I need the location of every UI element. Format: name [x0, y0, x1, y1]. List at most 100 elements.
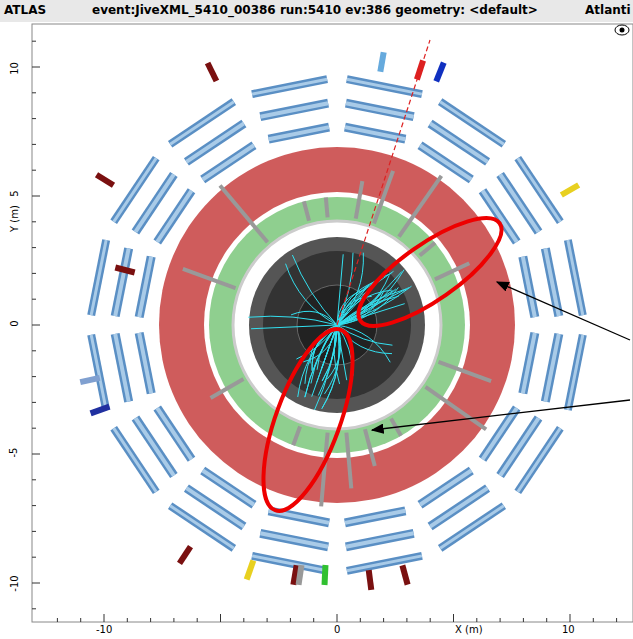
y-tick — [32, 454, 40, 455]
x-tick — [500, 618, 501, 622]
tower — [304, 201, 309, 220]
y-tick — [32, 221, 36, 222]
y-tick — [32, 608, 36, 609]
y-tick — [32, 376, 36, 377]
muon-chamber — [252, 79, 327, 94]
x-tick — [127, 618, 128, 622]
y-tick — [32, 170, 36, 171]
calorimeter-towers — [183, 171, 491, 506]
pointer-arrow — [372, 400, 630, 430]
pointer-arrow — [497, 282, 630, 340]
muon-chamber — [568, 240, 583, 315]
y-tick — [32, 557, 36, 558]
muon-chamber — [440, 102, 504, 145]
muon-chamber — [347, 556, 422, 571]
muon-chamber — [170, 102, 234, 145]
muon-chamber — [139, 257, 151, 317]
y-tick — [32, 67, 40, 68]
x-tick — [453, 614, 454, 622]
axis-ticks — [32, 41, 617, 622]
muon-hit — [377, 52, 386, 73]
tick-label: -5 — [8, 448, 19, 458]
tick-label: 0 — [9, 320, 20, 326]
y-tick — [32, 41, 36, 42]
muon-chamber — [568, 335, 583, 410]
muon-chamber — [545, 334, 558, 402]
tower — [374, 171, 393, 224]
muon-chamber — [345, 127, 405, 139]
muon-hit — [560, 182, 580, 197]
muon-chamber — [545, 334, 558, 402]
muon-chamber — [139, 333, 151, 393]
tower — [326, 197, 328, 217]
y-tick — [32, 196, 40, 197]
y-tick — [32, 350, 36, 351]
muon-chamber — [252, 79, 327, 94]
muon-chamber — [523, 333, 535, 393]
x-tick — [593, 618, 594, 622]
tower — [211, 379, 244, 398]
x-tick — [104, 614, 105, 622]
tower — [356, 181, 363, 218]
header-text: ATLAS — [4, 3, 46, 17]
x-tick — [430, 618, 431, 622]
track — [322, 325, 339, 409]
track — [291, 311, 337, 325]
track — [292, 255, 337, 325]
muon-chamber — [91, 335, 106, 410]
x-tick — [57, 618, 58, 622]
muon-hit — [115, 265, 136, 276]
muon-chamber — [170, 506, 234, 549]
muon-chamber — [269, 127, 329, 139]
muon-chamber — [345, 127, 405, 139]
track — [337, 325, 392, 354]
muon-chamber — [518, 158, 561, 222]
x-tick — [406, 618, 407, 622]
y-tick — [32, 583, 40, 584]
tower — [365, 429, 375, 466]
muon-chamber — [252, 556, 327, 571]
muon-chamber — [114, 158, 157, 222]
muon-hit — [90, 404, 111, 416]
muon-chamber — [91, 240, 106, 315]
tick-label: 10 — [562, 624, 575, 635]
muon-chamber — [347, 556, 422, 571]
header-text: Atlanti — [585, 3, 631, 17]
muon-hit — [205, 62, 219, 83]
x-tick — [337, 614, 338, 622]
muon-chamber — [91, 335, 106, 410]
tick-label: 5 — [9, 190, 20, 196]
muon-chamber — [260, 103, 328, 116]
x-tick — [476, 618, 477, 622]
muon-chamber — [115, 248, 128, 316]
x-tick — [150, 618, 151, 622]
muon-chamber — [568, 240, 583, 315]
muon-chamber — [347, 79, 422, 94]
muon-chamber — [114, 428, 157, 492]
y-tick — [32, 92, 36, 93]
x-tick — [570, 614, 571, 622]
tower — [220, 186, 268, 243]
muon-chamber — [568, 335, 583, 410]
muon-chamber — [260, 533, 328, 546]
x-tick — [80, 618, 81, 622]
y-tick — [32, 273, 36, 274]
muon-chamber — [114, 158, 157, 222]
track — [251, 325, 337, 329]
y-tick — [32, 402, 36, 403]
muon-chamber — [114, 428, 157, 492]
x-tick — [616, 618, 617, 622]
muon-chamber — [345, 511, 405, 523]
tower — [346, 433, 351, 489]
tower — [438, 362, 491, 381]
muon-chamber — [440, 506, 504, 549]
muon-hit — [80, 375, 101, 385]
muon-chamber — [170, 506, 234, 549]
muon-chamber — [346, 103, 414, 116]
jet-highlight — [245, 319, 371, 521]
muon-chamber — [518, 428, 561, 492]
muon-chamber — [440, 102, 504, 145]
muon-chamber — [523, 257, 535, 317]
muon-chamber — [252, 556, 327, 571]
